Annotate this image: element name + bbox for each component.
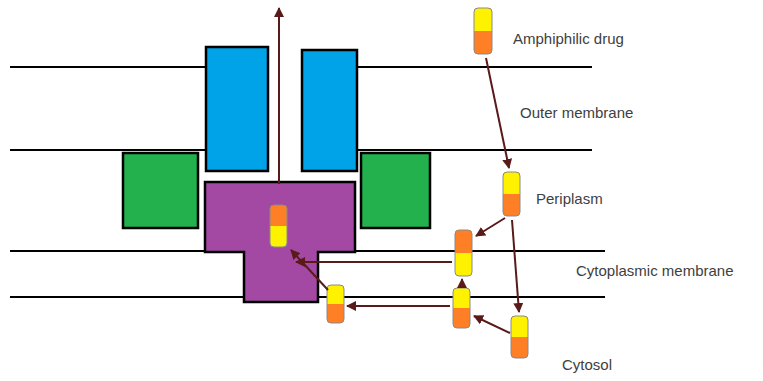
outer-membrane-line	[10, 66, 206, 68]
drug-capsule-half	[455, 230, 472, 253]
drug-capsule-outline	[474, 8, 492, 54]
drug-path-arrow	[296, 261, 452, 263]
outer-membrane-channel	[302, 50, 357, 171]
drug-capsule	[474, 8, 492, 54]
drug-capsule-outline	[455, 230, 472, 276]
region-label: Outer membrane	[520, 104, 633, 122]
drug-capsule	[453, 288, 470, 328]
drug-path-arrow	[461, 279, 463, 288]
drug-capsule-half	[453, 288, 470, 308]
efflux-arrow	[278, 8, 280, 184]
drug-path-arrow	[486, 58, 509, 168]
region-label: Cytosol	[562, 356, 612, 374]
drug-path-arrow	[474, 316, 510, 333]
region-label: Periplasm	[536, 190, 603, 208]
drug-capsule	[511, 316, 528, 358]
adaptor-protein	[361, 153, 430, 228]
outer-membrane-line	[357, 149, 592, 151]
inner-transporter	[205, 182, 355, 302]
drug-path-arrow	[476, 218, 505, 236]
drug-path-arrow	[291, 250, 328, 290]
drug-capsule	[503, 172, 520, 216]
drug-capsule-outline	[270, 205, 287, 247]
drug-path-arrow	[512, 220, 519, 312]
drug-path-arrow	[347, 305, 450, 307]
adaptor-protein	[123, 153, 198, 228]
region-label: Cytoplasmic membrane	[576, 262, 734, 280]
drug-capsule-half	[474, 8, 492, 31]
drug-capsule-outline	[503, 172, 520, 216]
drug-capsule	[270, 205, 287, 247]
drug-capsule	[327, 285, 344, 323]
outer-membrane-line	[10, 149, 206, 151]
drug-label: Amphiphilic drug	[513, 30, 624, 48]
drug-capsule-outline	[327, 285, 344, 323]
drug-capsule	[455, 230, 472, 276]
drug-capsule-half	[270, 205, 287, 226]
drug-capsule-half	[503, 172, 520, 194]
outer-membrane-line	[357, 66, 592, 68]
drug-capsule-half	[511, 316, 528, 337]
drug-capsule-outline	[511, 316, 528, 358]
drug-capsule-half	[327, 285, 344, 304]
outer-membrane-channel	[206, 47, 268, 171]
drug-capsule-outline	[453, 288, 470, 328]
